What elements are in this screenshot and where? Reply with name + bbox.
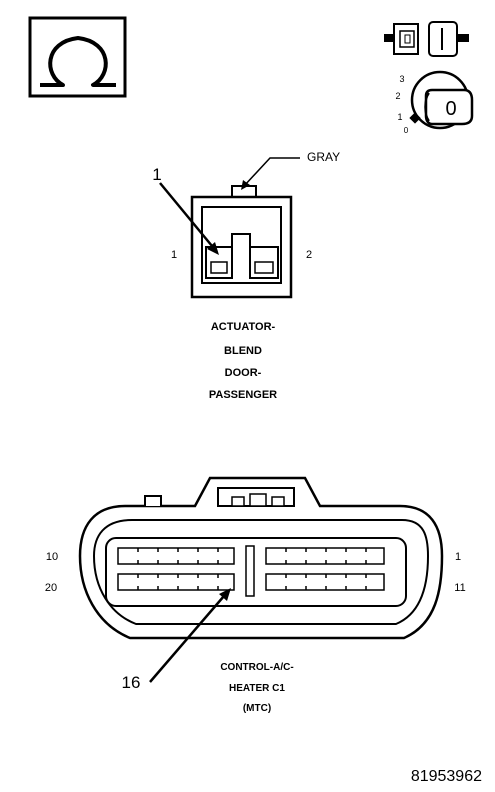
actuator-label-line: BLEND [224, 345, 262, 357]
ignition-position-1: 1 [397, 112, 402, 122]
actuator-pointer-number: 1 [152, 165, 161, 184]
actuator-label-line: DOOR- [225, 367, 262, 379]
ignition-position-2: 2 [395, 91, 400, 101]
control-pin-20-label: 20 [45, 582, 57, 594]
control-label: CONTROL-A/C- HEATER C1 (MTC) [220, 662, 293, 714]
ignition-position-3: 3 [399, 74, 404, 84]
control-label-line: (MTC) [243, 703, 271, 714]
control-pin-callout: 16 [122, 588, 231, 692]
actuator-pin-left: 1 [171, 249, 177, 261]
actuator-label: ACTUATOR- BLEND DOOR- PASSENGER [209, 321, 277, 401]
wire-color-callout: GRAY [241, 150, 340, 190]
actuator-label-line: ACTUATOR- [211, 321, 276, 333]
control-label-line: HEATER C1 [229, 683, 285, 694]
key-in-ignition-icon: 0 3 2 1 0 [395, 70, 474, 135]
control-pin-1-label: 1 [455, 551, 461, 563]
connector-unplugged-icon [384, 21, 469, 57]
control-connector [78, 476, 444, 640]
wire-color-label: GRAY [307, 150, 340, 164]
actuator-label-line: PASSENGER [209, 389, 277, 401]
control-label-line: CONTROL-A/C- [220, 662, 293, 673]
figure-id: 81953962 [411, 768, 482, 785]
ohmmeter-symbol-icon [28, 16, 127, 98]
key-face-position: 0 [445, 98, 456, 120]
control-pin-10-label: 10 [46, 551, 58, 563]
actuator-connector [190, 185, 293, 299]
control-pointer-number: 16 [122, 673, 141, 692]
actuator-pin-right: 2 [306, 249, 312, 261]
ignition-position-0: 0 [404, 126, 409, 135]
control-pin-11-label: 11 [454, 582, 465, 594]
actuator-pin-callout: 1 [152, 165, 219, 255]
